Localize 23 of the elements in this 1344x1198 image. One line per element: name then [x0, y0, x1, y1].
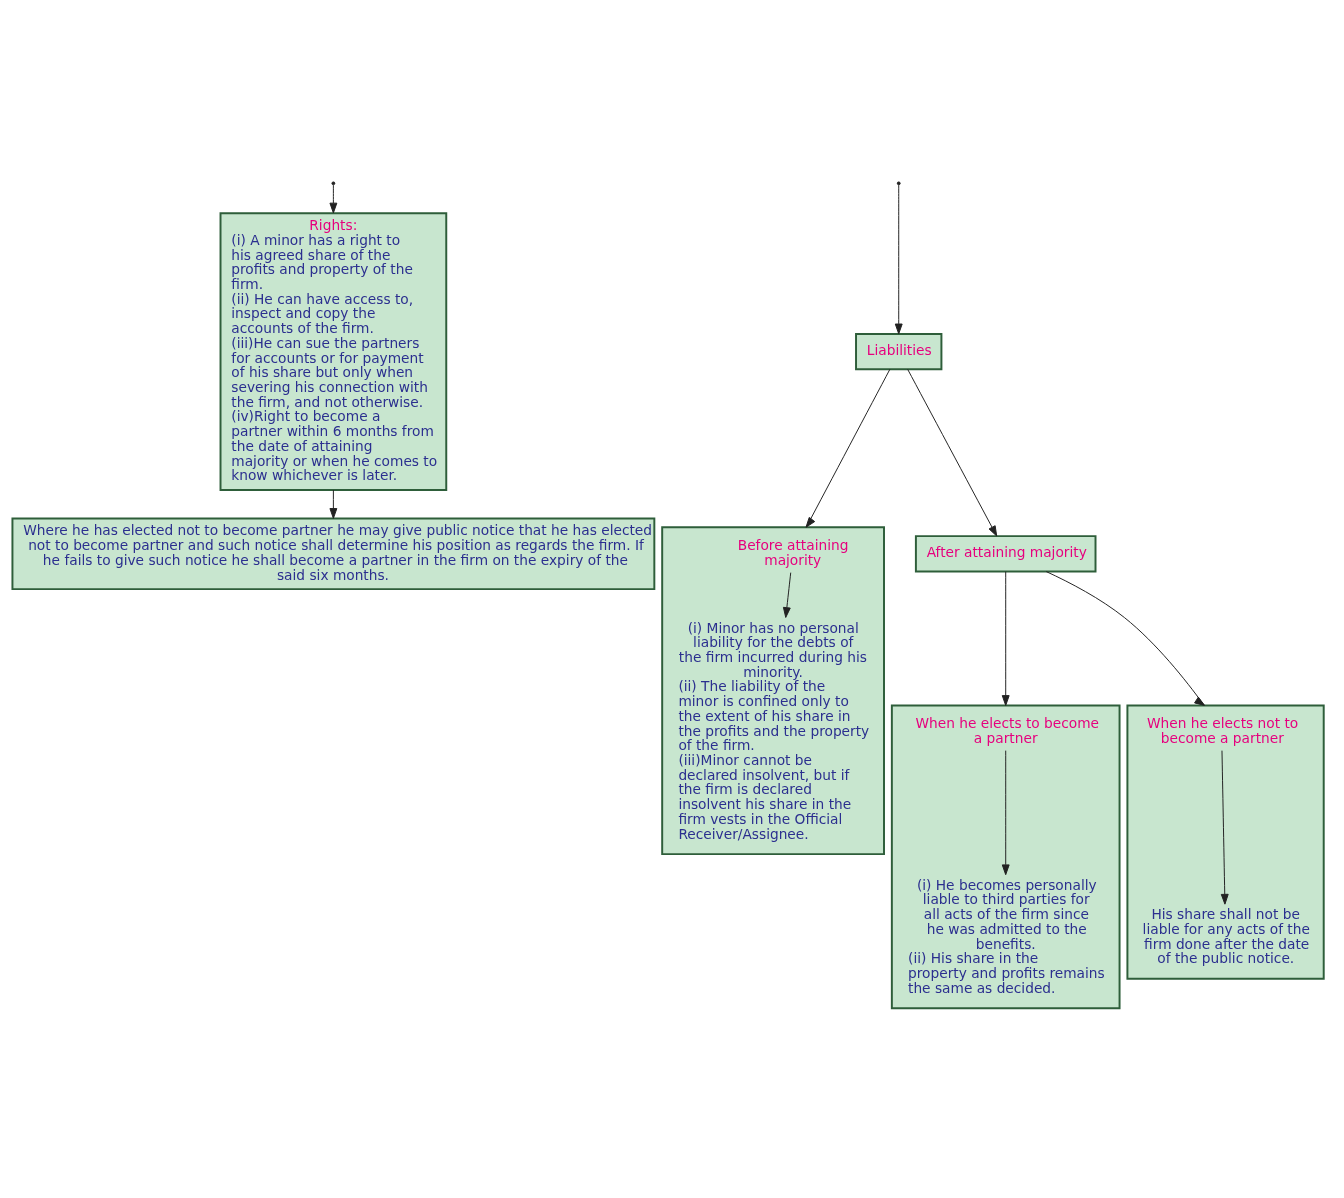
arrow: [1001, 571, 1010, 706]
cluster: [661, 526, 885, 856]
node-text: His share shall not be liable for any acts of the firm done after the date of the public notice.: [1142, 906, 1310, 967]
arrow: [329, 184, 338, 214]
node-text: (i) He becomes personally liable to third parties for all acts of the firm since he was admitted to the benefits. (ii) His share in the property and profits remains the same as decided.: [908, 876, 1105, 996]
arrow: [1001, 750, 1010, 876]
node-box: Liabilities: [855, 332, 943, 371]
arrow: [1220, 750, 1229, 905]
arrow: [782, 572, 792, 618]
node-text: When he elects to become a partner: [915, 715, 1100, 746]
node-text: When he elects not to become a partner: [1147, 715, 1299, 746]
node-box: After attaining majority: [914, 535, 1097, 573]
node-text: Before attaining majority: [737, 537, 849, 568]
cluster: [1126, 704, 1325, 980]
node-box: Rights: (i) A minor has a right to his agreed share of the profits and property of the firm. (ii) He can have access to, inspect and copy the accounts of the firm. (iii)He can sue the partners for accounts or for payment of his share but only when severing his connection with the firm, and not otherwise. (iv)Right to become a partner within 6 months from the date of attaining majority or when he comes to know whichever is later.: [219, 212, 448, 491]
arrow: [329, 489, 338, 519]
node-box: Where he has elected not to become partner he may give public notice that he has elected not to become partner and such notice shall determine his position as regards the firm. If he fails to give such notice he shall become a partner in the firm on the expiry of the said six months.: [11, 517, 656, 591]
node-text: (i) Minor has no personal liability for the debts of the firm incurred during his minority. (ii) The liability of the minor is confined only to the extent of his share in the profits and the property of the firm. (iii)Minor cannot be declared insolvent, but if the firm is declared insolvent his share in the firm vests in the Official Receiver/Assignee.: [678, 619, 870, 842]
arrow: [894, 184, 903, 335]
cluster: [890, 704, 1121, 1010]
arrow: [1045, 571, 1206, 706]
arrow: [907, 368, 998, 537]
arrow: [805, 368, 891, 528]
